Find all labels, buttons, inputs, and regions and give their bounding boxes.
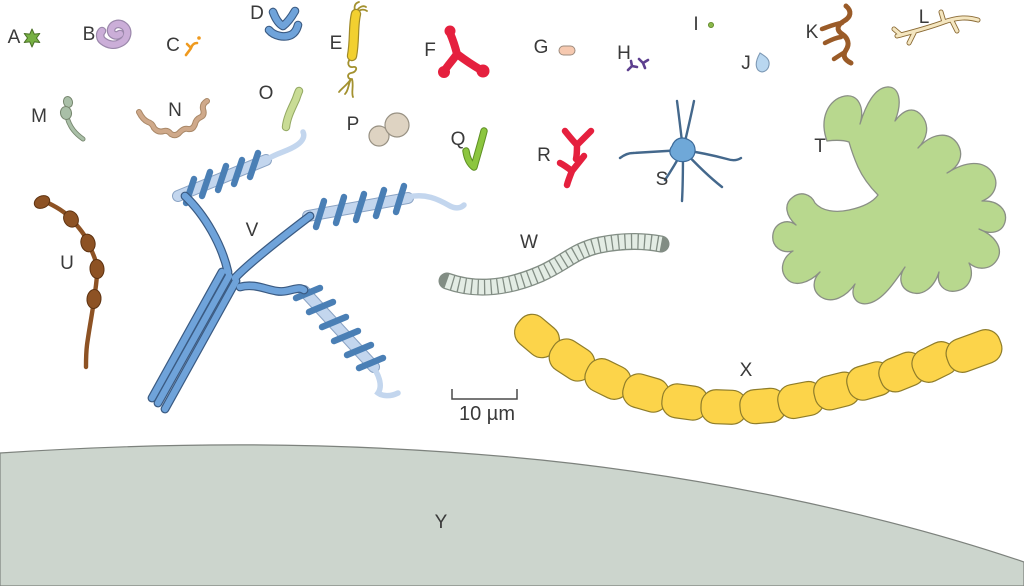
label-A: A (8, 27, 21, 48)
organism-i-coccus-dot (708, 21, 715, 28)
organism-g-capsule-rod (558, 45, 576, 56)
label-J: J (741, 53, 751, 74)
label-C: C (166, 35, 180, 56)
organism-c-branched-cell (184, 36, 201, 57)
label-F: F (424, 40, 436, 61)
label-S: S (656, 169, 669, 190)
scale-bar-bracket (451, 389, 518, 400)
label-U: U (60, 253, 74, 274)
organism-a-star-cell (23, 28, 41, 48)
organism-f-three-armed-cell (438, 25, 490, 78)
organism-t-lobed-cell (772, 86, 1007, 305)
label-E: E (330, 33, 343, 54)
organism-j-teardrop-cell (755, 52, 770, 73)
label-M: M (31, 106, 47, 127)
label-R: R (537, 145, 551, 166)
label-D: D (250, 3, 264, 24)
label-H: H (617, 43, 631, 64)
organism-h-forked-cells (626, 57, 650, 72)
organism-e-flagellated-rod (338, 1, 368, 98)
label-V: V (246, 220, 259, 241)
organism-l-hyphal-filament (891, 9, 981, 46)
label-N: N (168, 100, 182, 121)
organism-n-spirillum (136, 98, 210, 139)
label-P: P (347, 114, 360, 135)
organism-m-budding-cell (59, 96, 86, 142)
organism-s-appendaged-cell (618, 99, 743, 203)
label-W: W (520, 232, 538, 253)
organism-o-slender-rod (281, 86, 304, 132)
label-K: K (806, 22, 819, 43)
label-Y: Y (435, 512, 448, 533)
organism-p-paired-cocci (368, 112, 410, 147)
organism-labels: A B C D E F G H I J K L M N O P Q R S T … (8, 3, 930, 533)
organism-w-segmented-filament (438, 233, 670, 296)
organism-q-vibrio-pair (462, 127, 488, 171)
organism-y-giant-cell-edge (0, 444, 1024, 586)
label-Q: Q (451, 129, 466, 150)
organism-d-curved-rods (264, 6, 303, 41)
label-B: B (83, 24, 96, 45)
label-I: I (693, 14, 698, 35)
organism-k-comb-filament (819, 3, 854, 66)
label-T: T (814, 136, 826, 157)
organism-b-spiral-cell (95, 19, 132, 50)
organism-v-coiled-filament (147, 129, 467, 414)
scale-bar: 10 µm (451, 389, 518, 425)
label-G: G (534, 37, 549, 58)
label-O: O (259, 83, 274, 104)
label-L: L (919, 7, 930, 28)
organism-x-cell-chain (513, 313, 1003, 425)
label-X: X (740, 360, 753, 381)
scale-bar-label: 10 µm (459, 403, 515, 425)
organism-r-bifid-cells (556, 127, 595, 189)
organism-u-beaded-stalk (33, 195, 105, 370)
